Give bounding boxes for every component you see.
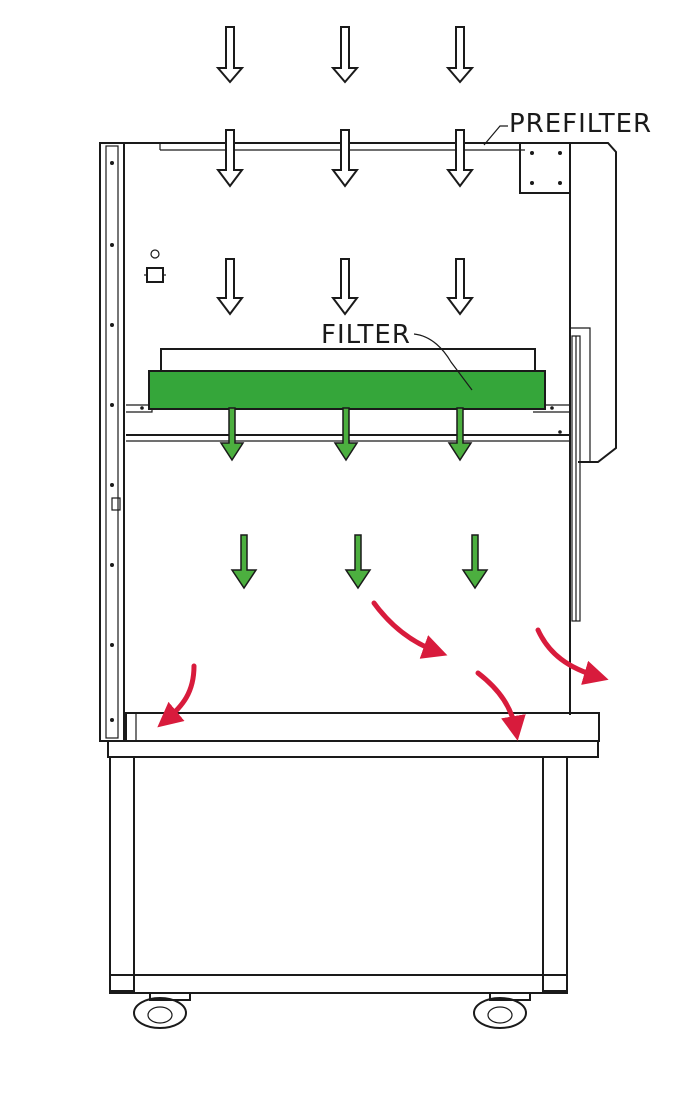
downflow-arrows <box>219 407 489 590</box>
right-caster <box>473 993 531 1029</box>
intake-arrow <box>215 26 245 84</box>
intake-arrow <box>446 129 474 188</box>
intake-arrow <box>446 258 474 316</box>
exhaust-arrows <box>157 600 609 741</box>
downflow-arrow <box>344 534 372 590</box>
left-side-panel <box>99 142 125 742</box>
stand-right-leg <box>542 756 568 992</box>
hood-lip <box>570 327 591 462</box>
downflow-arrow <box>230 534 258 590</box>
downflow-arrow <box>447 407 473 462</box>
exhaust-arrow-left <box>157 663 197 728</box>
filter-frame-bolts <box>140 406 562 434</box>
work-surface <box>125 712 600 742</box>
base-plate <box>107 740 599 758</box>
intake-arrow <box>331 129 359 188</box>
left-panel-latch <box>111 497 121 511</box>
exhaust-arrow-center <box>371 600 448 659</box>
stand-bottom-bar <box>109 974 568 994</box>
control-knob-icon <box>144 249 166 283</box>
prefilter-bracket <box>519 142 571 194</box>
exhaust-arrow-front <box>475 670 526 741</box>
filter-leader <box>413 333 473 391</box>
prefilter-label: PREFILTER <box>509 109 652 139</box>
downflow-arrow <box>219 407 245 462</box>
prefilter-leader <box>483 125 508 146</box>
intake-arrow <box>445 26 475 84</box>
exhaust-arrow-right <box>535 627 609 685</box>
front-grille <box>125 712 137 742</box>
left-side-inner <box>105 145 119 739</box>
intake-arrow <box>330 26 360 84</box>
left-panel-bolts <box>110 161 114 722</box>
bracket-bolts <box>530 151 562 185</box>
downflow-arrow <box>461 534 489 590</box>
intake-arrow <box>216 258 244 316</box>
cabinet <box>99 142 617 1029</box>
hepa-filter <box>148 370 546 410</box>
right-hood <box>570 142 617 463</box>
filter-top-plate <box>160 348 536 372</box>
filter-label: FILTER <box>321 320 411 350</box>
intake-arrow <box>331 258 359 316</box>
intake-arrow <box>216 129 244 188</box>
intake-arrows <box>215 26 475 316</box>
left-caster <box>133 993 191 1029</box>
downflow-arrow <box>333 407 359 462</box>
stand-left-leg <box>109 756 135 992</box>
